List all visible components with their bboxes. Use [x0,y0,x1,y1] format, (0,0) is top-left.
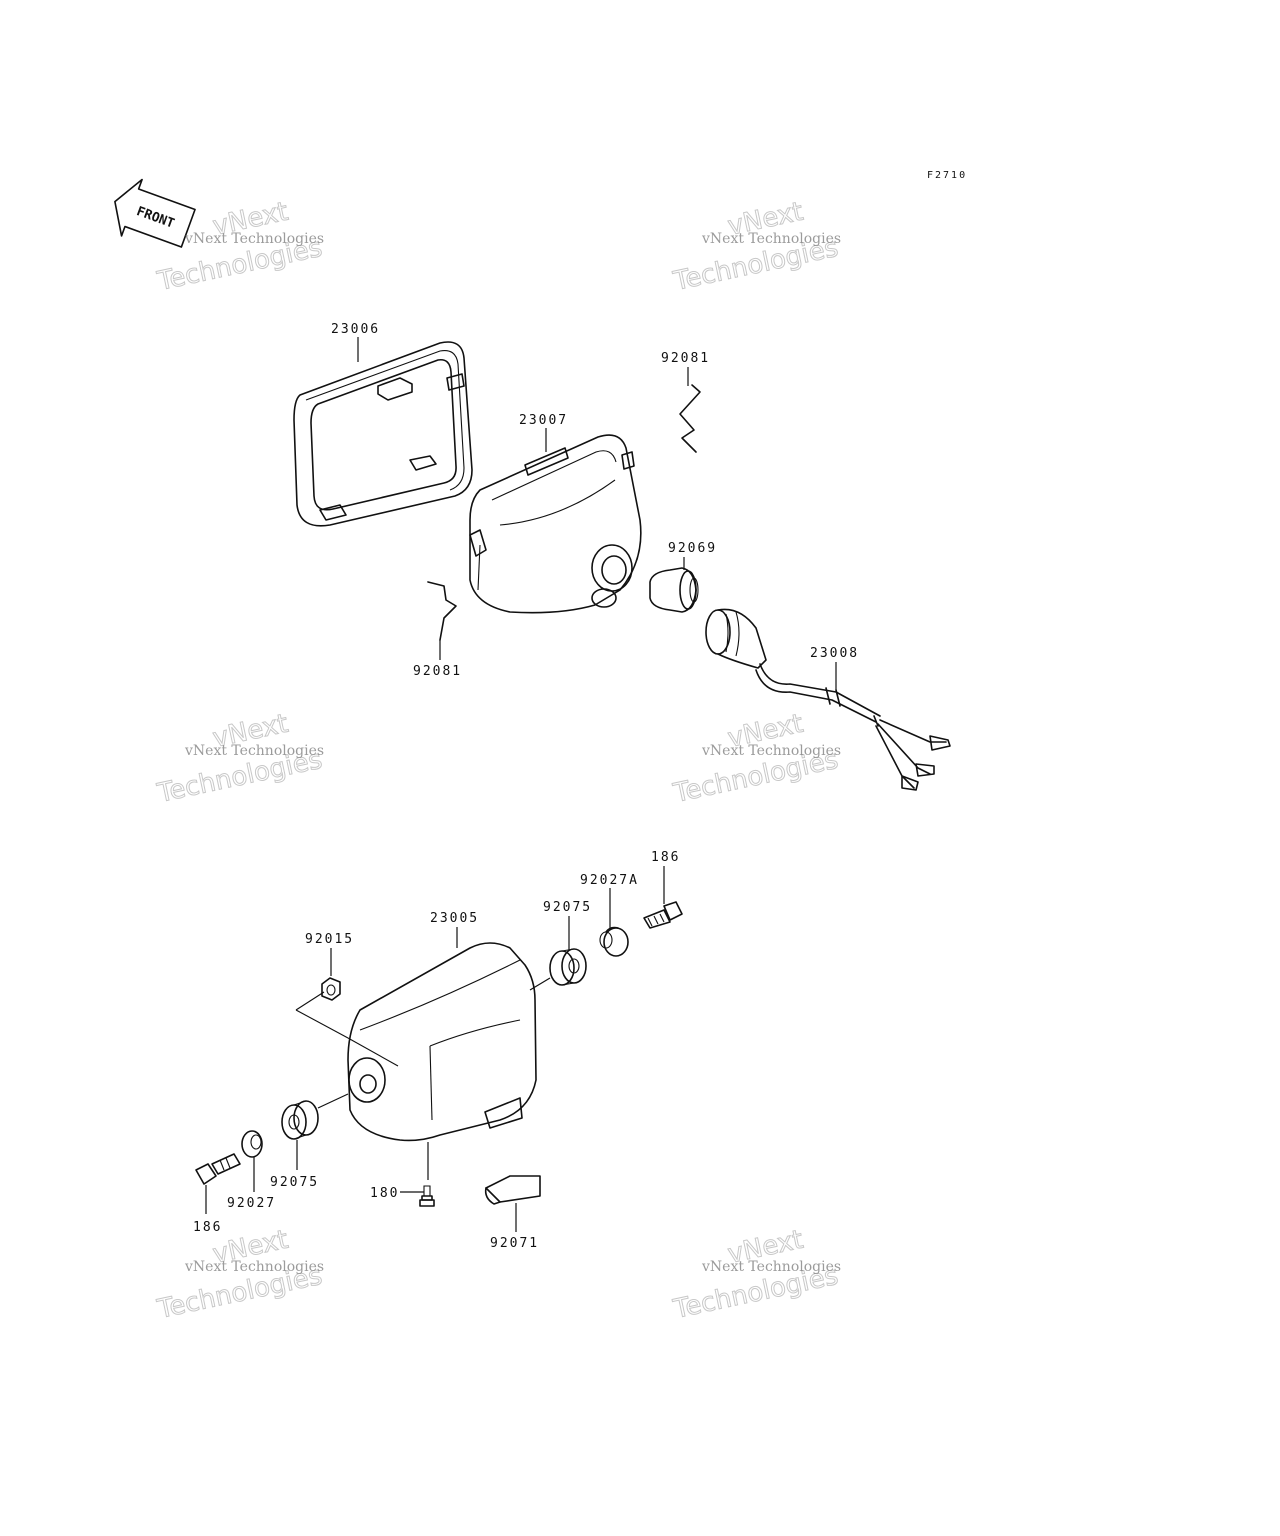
part-92081-clip-left[interactable] [427,581,457,641]
part-92027A-collar[interactable] [599,926,629,957]
part-label-92081-top[interactable]: 92081 [661,351,710,366]
watermark-top-right: Technologies vNext vNext Technologies [670,196,842,297]
watermark-text: vNext Technologies [701,231,841,247]
watermark-text: vNext Technologies [701,1259,841,1275]
part-label-92015[interactable]: 92015 [305,932,354,947]
watermark-bottom-right: Technologies vNext vNext Technologies [670,1224,842,1325]
part-92069-bulb[interactable] [649,567,699,613]
watermark-text: vNext Technologies [184,743,324,759]
part-label-92027[interactable]: 92027 [227,1196,276,1211]
part-label-23006[interactable]: 23006 [331,322,380,337]
part-186-bolt-top[interactable] [643,901,683,929]
part-23007-housing[interactable] [469,434,642,614]
part-92071-bracket[interactable] [484,1175,541,1205]
part-23005-case[interactable] [295,942,537,1142]
part-label-92075-top[interactable]: 92075 [543,900,592,915]
part-92015-nut[interactable] [321,977,341,1001]
part-92075-grommet-top[interactable] [529,948,587,991]
part-180-screw[interactable] [419,1185,435,1207]
part-label-92069[interactable]: 92069 [668,541,717,556]
part-92027-collar[interactable] [241,1130,263,1158]
front-arrow-label: FRONT [134,204,176,232]
part-label-92081-left[interactable]: 92081 [413,664,462,679]
part-label-186-bottom[interactable]: 186 [193,1220,222,1235]
watermark-text: vNext Technologies [184,231,324,247]
part-label-180[interactable]: 180 [370,1186,399,1201]
part-label-186-top[interactable]: 186 [651,850,680,865]
part-23006-rim[interactable] [293,341,473,527]
part-92081-clip-top[interactable] [679,384,701,453]
watermark-text: vNext Technologies [184,1259,324,1275]
figure-code: F2710 [927,170,967,181]
part-label-23005[interactable]: 23005 [430,911,479,926]
part-186-bolt-bottom[interactable] [195,1153,241,1185]
watermark-mid-right: Technologies vNext vNext Technologies [670,708,842,809]
part-92075-grommet-bottom[interactable] [281,1093,349,1140]
watermark-mid-left: Technologies vNext vNext Technologies [154,708,326,809]
part-label-92027A[interactable]: 92027A [580,873,639,888]
part-label-92075-bottom[interactable]: 92075 [270,1175,319,1190]
watermark-bottom-left: Technologies vNext vNext Technologies [154,1224,326,1325]
part-label-23008[interactable]: 23008 [810,646,859,661]
watermark-text: vNext Technologies [701,743,841,759]
part-23008-socket-harness[interactable] [705,608,951,791]
part-label-23007[interactable]: 23007 [519,413,568,428]
part-label-92071[interactable]: 92071 [490,1236,539,1251]
